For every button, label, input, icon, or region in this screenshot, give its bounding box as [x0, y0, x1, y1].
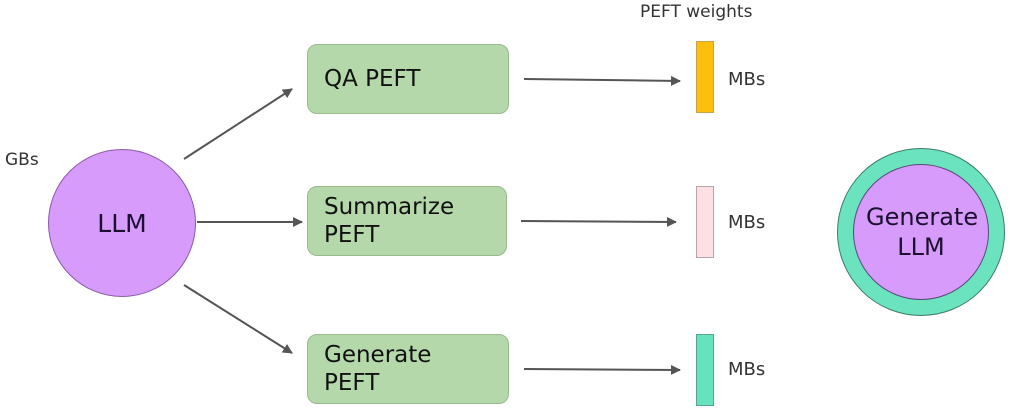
- qa-weights-bar: [696, 41, 714, 113]
- arrow-generate-to-weights: [523, 364, 681, 375]
- summarize-weights-bar: [696, 186, 714, 258]
- peft-weights-header: PEFT weights: [640, 2, 753, 22]
- generate-llm-ring: Generate LLM: [837, 148, 1005, 316]
- summarize-peft-box: Summarize PEFT: [307, 186, 507, 256]
- arrow-summarize-to-weights: [520, 216, 677, 227]
- llm-node: LLM: [48, 149, 196, 297]
- summarize-peft-label: Summarize PEFT: [324, 194, 455, 248]
- qa-peft-label: QA PEFT: [324, 66, 421, 92]
- arrow-llm-to-generate: [183, 284, 293, 354]
- qa-peft-box: QA PEFT: [307, 44, 509, 114]
- llm-node-label: LLM: [97, 208, 147, 238]
- generate-weights-bar: [696, 334, 714, 406]
- generate-llm-node: Generate LLM: [853, 164, 989, 300]
- summarize-weights-size: MBs: [728, 212, 766, 233]
- generate-peft-box: Generate PEFT: [307, 334, 509, 404]
- generate-llm-label: Generate LLM: [866, 203, 979, 261]
- generate-peft-label: Generate PEFT: [324, 342, 432, 396]
- arrow-llm-to-qa: [183, 88, 293, 160]
- qa-weights-size: MBs: [728, 69, 766, 90]
- arrow-qa-to-weights: [523, 75, 681, 86]
- llm-size-label: GBs: [5, 150, 39, 170]
- generate-weights-size: MBs: [728, 359, 766, 380]
